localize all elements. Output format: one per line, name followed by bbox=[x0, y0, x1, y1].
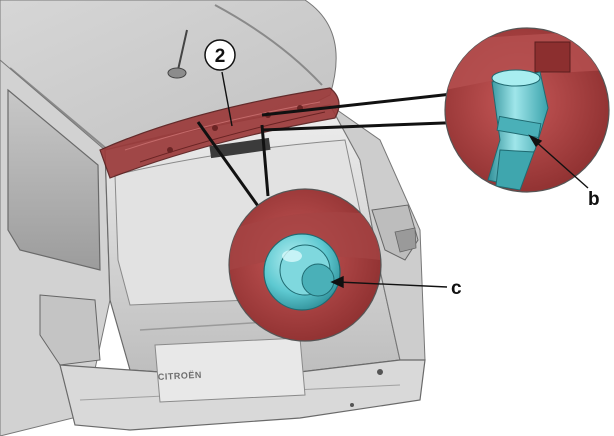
spoiler-highlight bbox=[99, 87, 340, 179]
detail-circle-b bbox=[444, 27, 610, 193]
callout-c-label: c bbox=[451, 278, 462, 299]
vehicle-badge: CITROËN bbox=[158, 370, 202, 382]
brake-light-bar bbox=[209, 137, 271, 159]
callout-b-label: b bbox=[588, 189, 600, 210]
connector-c bbox=[263, 233, 341, 311]
detail-circle-c bbox=[228, 188, 382, 342]
connector-b bbox=[487, 69, 549, 191]
callout-pointers bbox=[221, 71, 589, 289]
callout-2: 2 bbox=[204, 39, 236, 71]
leader-lines bbox=[196, 90, 471, 207]
callout-2-label: 2 bbox=[215, 46, 226, 67]
